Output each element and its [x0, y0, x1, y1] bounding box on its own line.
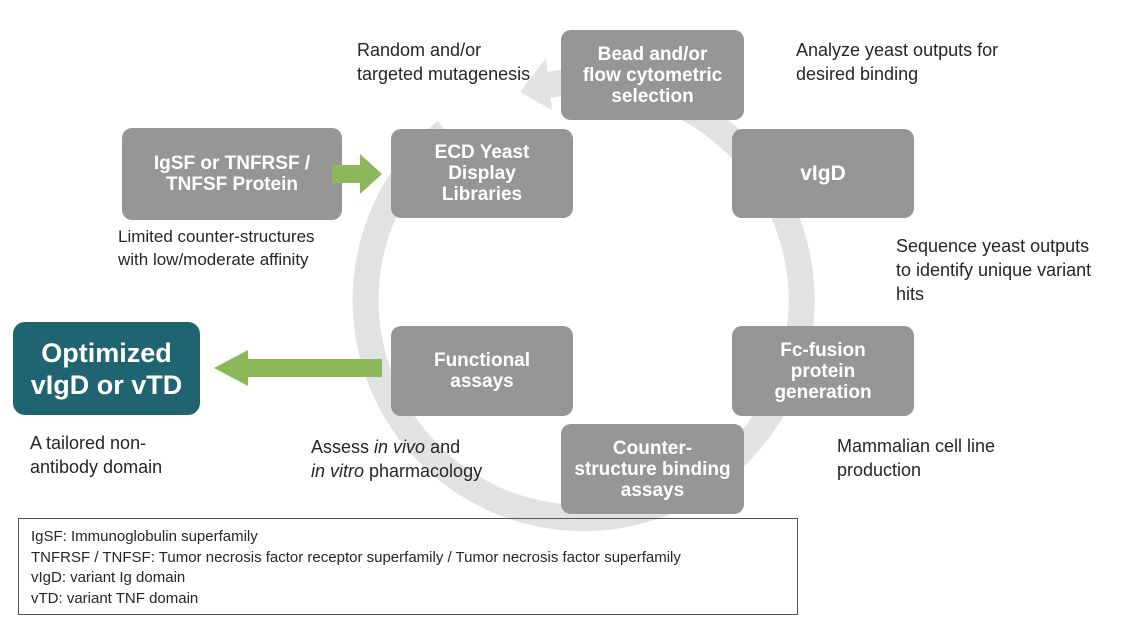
abbreviation-legend: IgSF: Immunoglobulin superfamily TNFRSF …	[18, 518, 798, 615]
arrow-right-icon	[332, 154, 382, 194]
counter-structure-box: Counter- structure binding assays	[561, 424, 744, 514]
assess-and: and	[425, 437, 461, 457]
mutagenesis-note: Random and/or targeted mutagenesis	[357, 40, 531, 84]
functional-assays-box: Functional assays	[391, 326, 573, 416]
optimized-box: Optimized vIgD or vTD	[13, 322, 200, 415]
limited-note: Limited counter-structures with low/mode…	[118, 227, 315, 269]
assess-prefix: Assess	[311, 437, 375, 457]
legend-line: vIgD: variant Ig domain	[31, 569, 186, 586]
sequence-note: Sequence yeast outputs to identify uniqu…	[896, 236, 1092, 304]
mammalian-note: Mammalian cell line production	[837, 436, 996, 480]
fc-fusion-box: Fc-fusion protein generation	[732, 326, 914, 416]
legend-line: IgSF: Immunoglobulin superfamily	[31, 528, 258, 545]
arrow-left-icon	[214, 350, 382, 386]
analyze-note: Analyze yeast outputs for desired bindin…	[796, 40, 999, 84]
tailored-note: A tailored non- antibody domain	[30, 433, 163, 477]
ecd-libraries-box: ECD Yeast Display Libraries	[391, 129, 573, 218]
assess-in-vivo: in vivo	[374, 437, 426, 457]
assess-in-vitro: in vitro	[311, 461, 365, 481]
assess-note: Assess in vivo and in vitro pharmacology	[311, 435, 482, 483]
cycle-ring-arrowhead	[520, 58, 552, 110]
vigd-box: vIgD	[732, 129, 914, 218]
legend-line: TNFRSF / TNFSF: Tumor necrosis factor re…	[31, 548, 681, 566]
assess-suffix: pharmacology	[364, 461, 483, 481]
source-protein-box: IgSF or TNFRSF / TNFSF Protein	[122, 128, 342, 220]
legend-line: vTD: variant TNF domain	[31, 589, 199, 607]
bead-selection-box: Bead and/or flow cytometric selection	[561, 30, 744, 120]
